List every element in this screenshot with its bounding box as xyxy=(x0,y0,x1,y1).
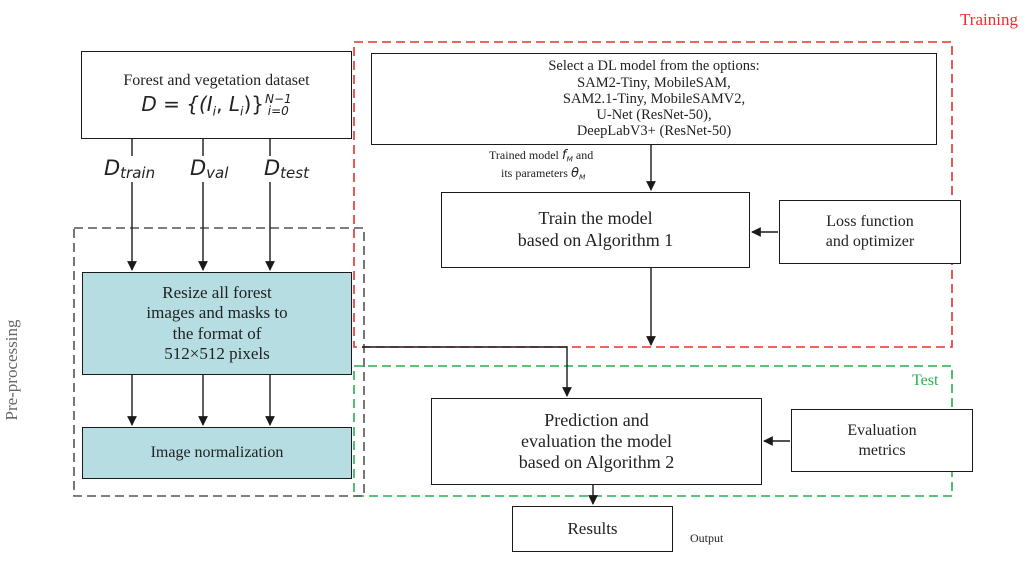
trained-model-line-2: its parameters θM xyxy=(489,165,593,183)
formula-sup: N−1 xyxy=(264,92,292,107)
trained-model-symbol-f-sub: M xyxy=(566,154,573,164)
train-line-2: based on Algorithm 1 xyxy=(517,230,674,250)
results-label: Results xyxy=(567,519,618,538)
metrics-box: Evaluation metrics xyxy=(791,409,973,472)
trained-model-symbol-theta: θ xyxy=(570,165,579,181)
model-select-line-3: SAM2.1-Tiny, MobileSAMV2, xyxy=(562,90,746,107)
model-select-line-5: DeepLabV3+ (ResNet-50) xyxy=(576,123,732,140)
model-select-line-4: U-Net (ResNet-50), xyxy=(596,107,712,124)
split-train-sub: train xyxy=(120,164,156,182)
dataset-title: Forest and vegetation dataset xyxy=(123,71,310,89)
metrics-line-1: Evaluation xyxy=(847,421,917,439)
trained-model-note: Trained model fM and its parameters θM xyxy=(489,147,593,182)
model-select-line-1: Select a DL model from the options: xyxy=(548,58,760,75)
formula-sub: i=0 xyxy=(267,104,289,119)
formula-i2: L xyxy=(228,91,240,116)
split-val-letter: D xyxy=(190,156,207,180)
predict-line-1: Prediction and xyxy=(544,409,649,430)
train-line-1: Train the model xyxy=(538,208,653,229)
split-val-sub: val xyxy=(206,164,229,182)
split-test-sub: test xyxy=(280,164,309,182)
formula-i1-sub: i xyxy=(212,103,217,119)
loss-line-2: and optimizer xyxy=(825,233,915,250)
predict-line-2: evaluation the model xyxy=(521,430,672,451)
results-box: Results xyxy=(512,506,673,552)
training-region-frame xyxy=(353,41,953,348)
preprocessing-region-label: Pre-processing xyxy=(2,319,21,421)
split-label-test: Dtest xyxy=(262,156,311,182)
formula-i1: I xyxy=(206,91,213,116)
dataset-box: Forest and vegetation dataset D = {(Ii, … xyxy=(81,51,352,139)
split-label-train: Dtrain xyxy=(102,156,158,182)
formula-lhs: D = {( xyxy=(141,91,207,116)
formula-i2-sub: i xyxy=(239,103,244,119)
formula-rhs: )} xyxy=(243,91,264,116)
loss-box: Loss function and optimizer xyxy=(779,200,961,264)
trained-model-symbol-f: f xyxy=(561,148,567,163)
resize-line-4: 512×512 pixels xyxy=(164,343,270,363)
resize-line-2: images and masks to xyxy=(146,303,288,323)
output-label: Output xyxy=(690,531,724,545)
trained-model-line-1: Trained model fM and xyxy=(489,147,593,165)
resize-box: Resize all forest images and masks to th… xyxy=(82,272,352,375)
preprocessing-region-frame xyxy=(73,227,365,497)
formula-comma: , xyxy=(216,91,229,116)
trained-model-text-1-suffix: and xyxy=(572,148,594,162)
model-select-box: Select a DL model from the options: SAM2… xyxy=(371,53,937,145)
predict-line-3: based on Algorithm 2 xyxy=(518,452,675,473)
trained-model-symbol-theta-sub: M xyxy=(578,172,586,182)
split-label-val: Dval xyxy=(188,156,231,182)
normalize-label: Image normalization xyxy=(150,444,284,461)
metrics-line-2: metrics xyxy=(858,441,906,459)
resize-line-3: the format of xyxy=(172,323,262,343)
predict-box: Prediction and evaluation the model base… xyxy=(431,398,762,485)
loss-line-1: Loss function xyxy=(826,213,914,230)
trained-model-text-2: its parameters xyxy=(501,165,571,180)
normalize-box: Image normalization xyxy=(82,427,352,479)
trained-model-text-1: Trained model xyxy=(489,148,562,162)
train-box: Train the model based on Algorithm 1 xyxy=(441,192,750,268)
training-region-label: Training xyxy=(960,10,1018,29)
merge-to-predict-arrow xyxy=(362,346,572,397)
split-train-letter: D xyxy=(104,156,121,180)
test-region-label: Test xyxy=(912,372,939,389)
model-select-line-2: SAM2-Tiny, MobileSAM, xyxy=(577,74,731,91)
resize-line-1: Resize all forest xyxy=(162,283,272,303)
split-test-letter: D xyxy=(264,156,281,180)
